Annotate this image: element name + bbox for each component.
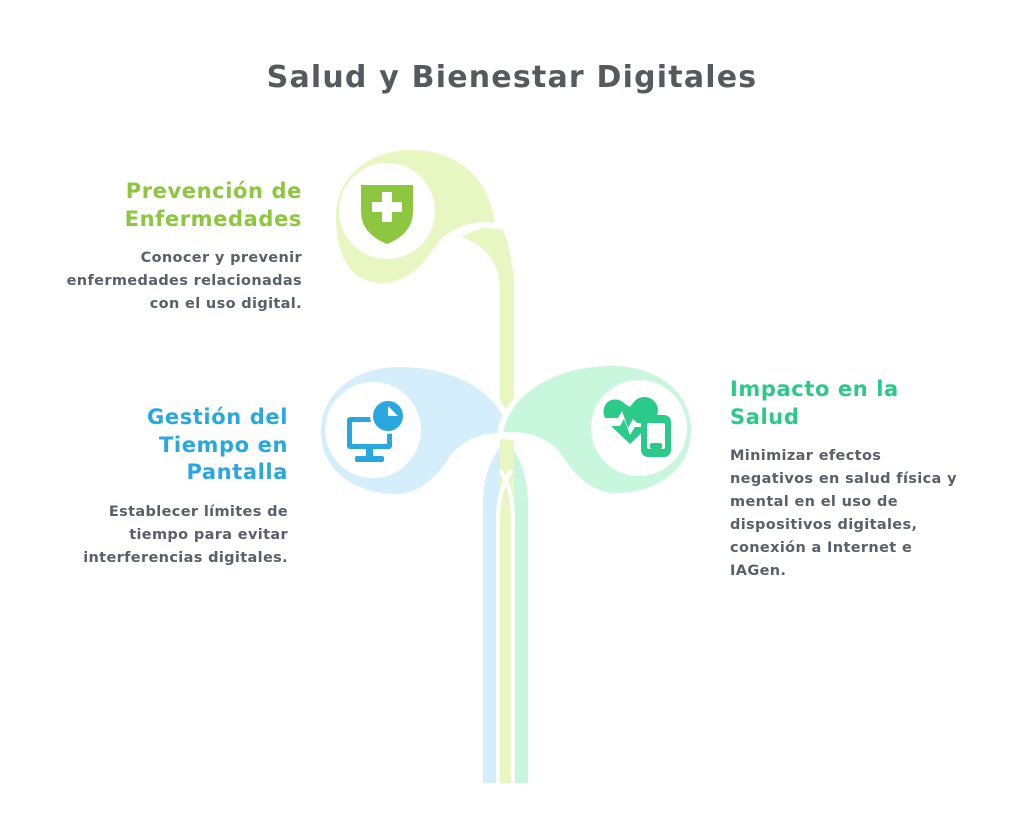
leaf-icon-disc-blue bbox=[325, 382, 421, 478]
branch-impacto-text: Impacto en la Salud Minimizar efectos ne… bbox=[730, 376, 962, 583]
leaf-shape-green bbox=[329, 143, 502, 290]
heartbeat-phone-icon bbox=[603, 397, 671, 457]
branch-gestion-text: Gestión del Tiempo en Pantalla Establece… bbox=[52, 404, 288, 570]
shield-plus-icon bbox=[361, 185, 413, 244]
stem-mint bbox=[500, 436, 528, 783]
heading-line: Enfermedades bbox=[124, 206, 302, 231]
branch-impacto-body: Minimizar efectos negativos en salud fís… bbox=[730, 448, 957, 579]
branch-prevencion-heading: Prevención de Enfermedades bbox=[56, 178, 302, 233]
branch-prevencion-body: Conocer y prevenir enfermedades relacion… bbox=[66, 250, 302, 313]
stem-separator-left bbox=[496, 468, 514, 783]
heading-line: Salud bbox=[730, 404, 800, 429]
heading-line: Prevención de bbox=[125, 179, 302, 203]
stem-separator-right bbox=[498, 468, 515, 783]
page-title: Salud y Bienestar Digitales bbox=[266, 60, 758, 95]
leaf-gestion bbox=[314, 360, 516, 501]
branch-impacto-heading: Impacto en la Salud bbox=[730, 376, 962, 431]
heading-line: Gestión del bbox=[147, 405, 288, 429]
stem-blue bbox=[483, 437, 512, 783]
leaf-impacto bbox=[496, 359, 698, 500]
heading-line: Tiempo en bbox=[158, 432, 288, 457]
branch-gestion-body: Establecer límites de tiempo para evitar… bbox=[83, 504, 288, 566]
leaf-icon-disc-green bbox=[339, 163, 435, 259]
heading-line: Pantalla bbox=[186, 460, 288, 485]
monitor-clock-icon bbox=[347, 398, 406, 462]
branch-gestion-heading: Gestión del Tiempo en Pantalla bbox=[52, 404, 288, 487]
leaf-prevencion bbox=[329, 143, 502, 290]
stem-green bbox=[462, 226, 514, 783]
leaf-shape-blue bbox=[314, 360, 516, 501]
heading-line: Impacto en la bbox=[730, 377, 899, 401]
leaf-icon-disc-mint bbox=[591, 380, 687, 476]
branch-prevencion-text: Prevención de Enfermedades Conocer y pre… bbox=[56, 178, 302, 316]
leaf-shape-mint bbox=[496, 359, 698, 500]
